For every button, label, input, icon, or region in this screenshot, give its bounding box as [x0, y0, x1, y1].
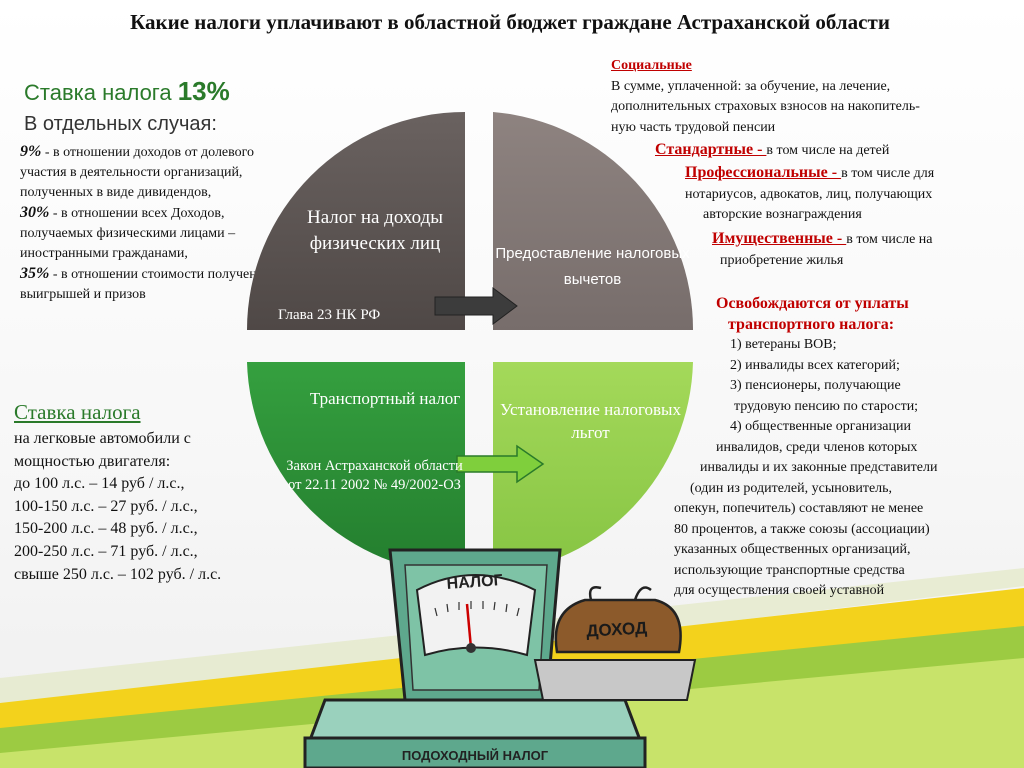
- list-item: опекун, попечитель) составляют не менее: [674, 501, 924, 516]
- list-item: 150-200 л.с. – 48 руб. / л.с.,: [14, 520, 198, 538]
- list-item: дополнительных страховых взносов на нако…: [611, 99, 920, 114]
- list-item: 2) инвалиды всех категорий;: [730, 357, 900, 373]
- list-item: инвалиды и их законные представители: [700, 460, 938, 475]
- list-item: 1) ветераны ВОВ;: [730, 337, 837, 352]
- deductions-title: Предоставление налоговых вычетов: [495, 245, 690, 288]
- special-rates-list: 9% - в отношении доходов от долевого уча…: [20, 142, 285, 305]
- arrow-right-icon: [456, 444, 545, 484]
- exemptions-block: Освобождаются от уплаты транспортного на…: [668, 294, 1018, 602]
- list-item: инвалидов, среди членов которых: [716, 439, 918, 455]
- standard-deduction: Стандартные - в том числе на детей: [655, 141, 890, 158]
- quadrant-benefits: [493, 362, 693, 574]
- list-item: 200-250 л.с. – 71 руб. / л.с.,: [14, 542, 198, 560]
- income-tax-note: Глава 23 НК РФ: [278, 307, 381, 323]
- list-item: В сумме, уплаченной: за обучение, на леч…: [611, 78, 891, 94]
- list-item: 3) пенсионеры, получающие: [730, 378, 901, 393]
- transport-rate-list: на легковые автомобили с мощностью двига…: [14, 428, 294, 586]
- income-rate-heading: Ставка налога 13%: [24, 76, 230, 107]
- exemptions-heading: транспортного налога:: [728, 315, 895, 333]
- income-tax-title: Налог на доходы физических лиц: [306, 207, 444, 254]
- base-label: ПОДОХОДНЫЙ НАЛОГ: [402, 748, 549, 763]
- list-item: трудовую пенсию по старости;: [734, 398, 919, 414]
- transport-tax-note: Закон Астраханской области от 22.11 2002…: [286, 458, 463, 493]
- rate-label: Ставка налога: [24, 80, 172, 105]
- property-deduction: Имущественные - в том числе на приобрете…: [712, 230, 933, 268]
- list-item: указанных общественных организаций,: [674, 542, 911, 557]
- list-item: (один из родителей, усыновитель,: [690, 480, 893, 496]
- list-item: 30% - в отношении всех Доходов, получаем…: [20, 204, 236, 261]
- benefits-title: Установление налоговых льгот: [500, 400, 681, 442]
- professional-deduction: Профессиональные - в том числе для нотар…: [685, 164, 935, 222]
- quadrant-diagram: [247, 112, 694, 574]
- dial-label: НАЛОГ: [446, 572, 503, 593]
- quadrant-transport-tax: [247, 362, 465, 574]
- exemptions-heading: Освобождаются от уплаты: [716, 295, 909, 312]
- list-item: 100-150 л.с. – 27 руб. / л.с.,: [14, 497, 198, 515]
- transport-tax-title: Транспортный налог: [309, 389, 461, 408]
- arrow-right-icon: [434, 287, 518, 325]
- list-item: ную часть трудовой пенсии: [611, 119, 776, 135]
- bag-label: ДОХОД: [586, 618, 648, 640]
- page-title: Какие налоги уплачивают в областной бюдж…: [130, 10, 890, 34]
- list-item: 4) общественные организации: [730, 419, 911, 434]
- social-heading: Социальные: [611, 58, 692, 73]
- quadrant-deductions: [493, 112, 694, 330]
- list-item: использующие транспортные средства: [674, 562, 905, 578]
- deductions-block: Социальные В сумме, уплаченной: за обуче…: [611, 56, 1021, 138]
- list-item: до 100 л.с. – 14 руб / л.с.,: [14, 475, 185, 493]
- list-item: 35% - в отношении стоимости полученных в…: [20, 265, 281, 302]
- scale-illustration: НАЛОГ ПОДОХОДНЫЙ НАЛОГ ДОХОД: [303, 548, 697, 768]
- transport-rate-heading: Ставка налога: [14, 400, 141, 424]
- list-item: 9% - в отношении доходов от долевого уча…: [20, 143, 255, 200]
- list-item: свыше 250 л.с. – 102 руб. / л.с.: [14, 565, 222, 583]
- quadrant-income-tax: [247, 112, 465, 330]
- list-item: для осуществления своей уставной: [674, 583, 885, 598]
- list-item: 80 процентов, а также союзы (ассоциации): [674, 521, 930, 537]
- special-cases-label: В отдельных случая:: [24, 113, 217, 135]
- rate-value: 13%: [177, 76, 230, 106]
- list-item: мощностью двигателя:: [14, 452, 171, 470]
- list-item: на легковые автомобили с: [14, 430, 191, 447]
